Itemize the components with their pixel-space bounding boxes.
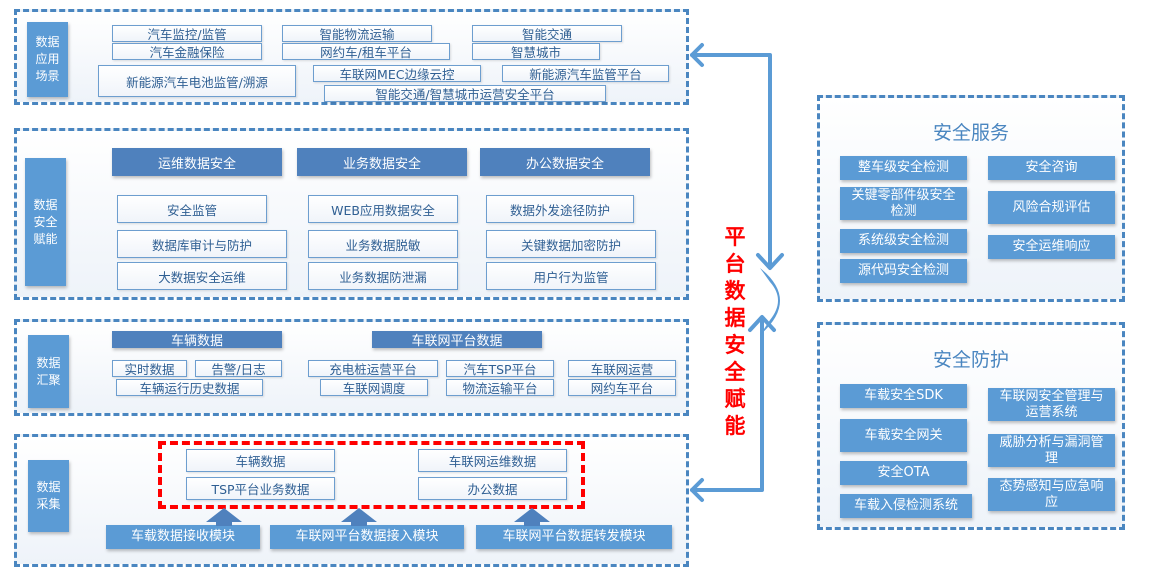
app-item: 车联网MEC边缘云控 [313, 65, 481, 82]
protection-item: 车载安全SDK [840, 384, 967, 408]
aggregation-header: 车联网平台数据 [372, 331, 542, 349]
aggregation-item: 充电桩运营平台 [308, 360, 438, 377]
collection-module: 车载数据接收模块 [106, 525, 260, 549]
highlight-box [158, 441, 585, 509]
app-item: 智能物流运输 [282, 25, 432, 42]
services-title: 安全服务 [932, 122, 1009, 144]
app-item: 智慧城市 [472, 43, 600, 60]
collection-layer-label: 数据采集 [28, 460, 69, 532]
security-layer-label: 数据安全赋能 [25, 158, 66, 286]
collection-data: 车联网运维数据 [418, 449, 567, 472]
aggregation-item: 实时数据 [112, 360, 187, 377]
app-item: 新能源汽车电池监管/溯源 [98, 65, 296, 97]
app-item: 汽车金融保险 [112, 43, 262, 60]
collection-module: 车联网平台数据接入模块 [270, 525, 464, 549]
app-item: 新能源汽车监管平台 [502, 65, 669, 82]
security-item: 安全监管 [117, 195, 267, 223]
app-item: 网约车/租车平台 [282, 43, 450, 60]
center-label: 平台数据安全赋能 [724, 225, 746, 438]
security-item: 数据库审计与防护 [117, 230, 287, 258]
app-item: 汽车监控/监管 [112, 25, 262, 42]
aggregation-header: 车辆数据 [112, 331, 282, 349]
platform-feedback-arrows [690, 43, 784, 502]
protection-item: 安全OTA [840, 461, 967, 485]
security-item: 数据外发途径防护 [486, 195, 634, 223]
security-item: 大数据安全运维 [117, 262, 287, 290]
service-item: 系统级安全检测 [840, 229, 967, 253]
aggregation-item: 告警/日志 [195, 360, 282, 377]
up-arrow-2 [341, 508, 377, 526]
collection-module: 车联网平台数据转发模块 [476, 525, 672, 549]
security-item: 业务数据脱敏 [308, 230, 458, 258]
up-arrow-1 [206, 508, 242, 526]
service-item: 风险合规评估 [988, 191, 1115, 224]
protection-item: 车载安全网关 [840, 419, 967, 452]
aggregation-item: 车联网调度 [320, 379, 428, 396]
security-item: 关键数据加密防护 [486, 230, 656, 258]
protection-title: 安全防护 [932, 349, 1009, 371]
aggregation-layer-label: 数据汇聚 [28, 335, 69, 408]
collection-data: 办公数据 [418, 477, 567, 500]
service-item: 安全咨询 [988, 156, 1115, 180]
app-item: 智能交通/智慧城市运营安全平台 [324, 85, 606, 102]
aggregation-item: 车辆运行历史数据 [116, 379, 263, 396]
protection-item: 车联网安全管理与运营系统 [988, 388, 1115, 421]
app-item: 智能交通 [472, 25, 622, 42]
service-item: 关键零部件级安全检测 [840, 187, 967, 220]
aggregation-item: 网约车平台 [568, 379, 676, 396]
aggregation-item: 物流运输平台 [446, 379, 554, 396]
service-item: 源代码安全检测 [840, 259, 967, 283]
security-header: 办公数据安全 [480, 148, 650, 176]
security-header: 业务数据安全 [297, 148, 467, 176]
security-item: 用户行为监管 [486, 262, 656, 290]
security-item: 业务数据防泄漏 [308, 262, 458, 290]
security-item: WEB应用数据安全 [308, 195, 458, 223]
aggregation-item: 车联网运营 [568, 360, 676, 377]
aggregation-item: 汽车TSP平台 [446, 360, 554, 377]
protection-item: 威胁分析与漏洞管理 [988, 434, 1115, 467]
protection-item: 车载入侵检测系统 [840, 494, 972, 518]
service-item: 安全运维响应 [988, 235, 1115, 259]
collection-data: 车辆数据 [186, 449, 335, 472]
security-header: 运维数据安全 [112, 148, 282, 176]
protection-item: 态势感知与应急响应 [988, 478, 1115, 511]
app-layer-label: 数据应用场景 [27, 22, 68, 97]
collection-data: TSP平台业务数据 [186, 477, 335, 500]
convergence-arc [760, 268, 780, 335]
up-arrow-3 [514, 508, 550, 526]
service-item: 整车级安全检测 [840, 156, 967, 180]
